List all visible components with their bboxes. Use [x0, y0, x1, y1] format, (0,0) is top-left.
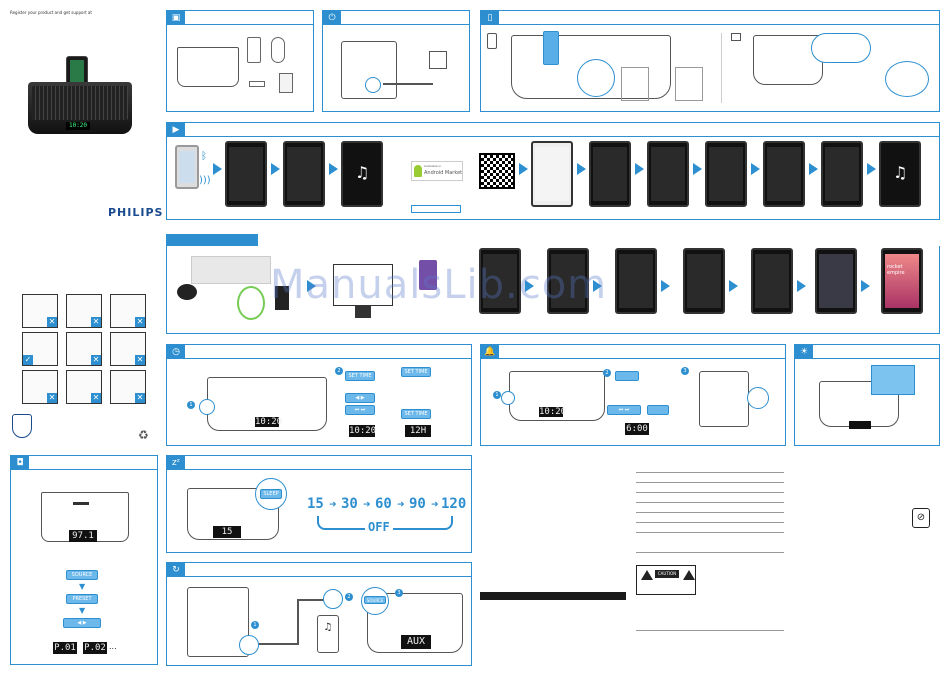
- aux-step-3: 3: [395, 589, 403, 597]
- panel-songbird: rocket empire: [166, 246, 940, 334]
- panel-brightness: ☀: [794, 344, 940, 446]
- cable-icon: [271, 37, 285, 63]
- songbird-header-bar: [166, 234, 258, 246]
- aux-source-button[interactable]: SOURCE: [361, 587, 389, 615]
- sleep-option-15: 15: [307, 496, 324, 512]
- alarm-set-button[interactable]: [615, 371, 639, 381]
- album-title: rocket empire: [887, 264, 905, 276]
- qr-code: [479, 153, 515, 189]
- sleep-option-120: 120: [441, 496, 467, 512]
- set-time-button[interactable]: SET TIME: [345, 371, 375, 381]
- radio-preset-2: P.02: [83, 642, 107, 654]
- music-player-icon: ♫: [317, 615, 339, 653]
- wireless-icon: ))): [199, 175, 211, 186]
- adapter-icon: [247, 37, 261, 63]
- safety-pictograms: ✕ ✕ ✕ ✓ ✕ ✕ ✕ ✕ ✕: [22, 294, 146, 406]
- sleep-lcd: 15: [213, 526, 241, 538]
- caution-label: CAUTION: [655, 570, 679, 578]
- product-photo: 10:20: [24, 50, 134, 140]
- spec-table: [636, 472, 784, 582]
- play-icon: ▶: [167, 123, 185, 137]
- panel-radio: ◘ 97.1 SOURCE ▼ PRESET ▼ ◀ ▶ P.01 P.02 .…: [10, 455, 158, 665]
- radio-ellipsis: ...: [109, 642, 117, 651]
- brand-logo: PHILIPS: [108, 206, 164, 219]
- panel-alarm: 🔔 1 10:20 2 ⏮ ⏭ 6:00 3: [480, 344, 786, 446]
- clock-adjust-button[interactable]: ◀ ▶: [345, 393, 375, 403]
- power-icon: ⏻: [323, 11, 341, 25]
- brightness-icon: ☀: [795, 345, 813, 359]
- alarm-step-3: 3: [681, 367, 689, 375]
- disposal-icon: ⊘: [912, 508, 930, 528]
- clock-lcd-12h: 12H: [405, 425, 431, 437]
- sleep-option-30: 30: [341, 496, 358, 512]
- panel-dock-phone: ▯: [480, 10, 940, 112]
- sleep-off-label: OFF: [365, 520, 393, 534]
- aux-icon: ↻: [167, 563, 185, 577]
- android-market-badge: Available in Android Market: [411, 161, 463, 181]
- sleep-icon: zᶻ: [167, 456, 185, 470]
- brightness-lcd: [849, 421, 871, 429]
- market-search-field[interactable]: [411, 205, 461, 213]
- panel-bluetooth-pairing: ▶ ᛒ ))) ♫ Available in Android Market ♫: [166, 122, 940, 220]
- aux-lcd: AUX: [401, 635, 431, 649]
- recycle-icon: ♻: [138, 428, 149, 442]
- sleep-button[interactable]: SLEEP: [255, 478, 287, 510]
- alarm-confirm-button[interactable]: [647, 405, 669, 415]
- alarm-step-1: 1: [493, 391, 501, 399]
- clock-step-2: 2: [335, 367, 343, 375]
- alarm-lcd: 10:20: [539, 407, 567, 417]
- bluetooth-icon: ᛒ: [201, 151, 207, 162]
- register-text: Register your product and get support at: [10, 10, 92, 15]
- box-icon: ▣: [167, 11, 185, 25]
- radio-preset-1: P.01: [53, 642, 77, 654]
- set-time-button-2[interactable]: SET TIME: [401, 367, 431, 377]
- radio-icon: ◘: [11, 456, 29, 470]
- aux-step-1: 1: [251, 621, 259, 629]
- philips-shield-icon: [12, 414, 32, 438]
- sleep-option-60: 60: [375, 496, 392, 512]
- product-lcd: 10:20: [66, 122, 90, 130]
- caution-box: CAUTION: [636, 565, 696, 595]
- phone-icon: ▯: [481, 11, 499, 25]
- radio-preset-button[interactable]: PRESET: [66, 594, 98, 604]
- panel-power: ⏻: [322, 10, 470, 112]
- clock-lcd-time: 10:20: [349, 425, 377, 437]
- clock-step-1: 1: [187, 401, 195, 409]
- panel-clock: ◷ 1 10:20 2 SET TIME ◀ ▶ ⏮ ⏭ 10:20 SET T…: [166, 344, 472, 446]
- sleep-button-label: SLEEP: [260, 489, 282, 499]
- clock-skip-button[interactable]: ⏮ ⏭: [345, 405, 375, 415]
- black-bar: [480, 592, 626, 600]
- aux-source-label: SOURCE: [364, 596, 386, 604]
- radio-source-button[interactable]: SOURCE: [66, 570, 98, 580]
- alarm-step-2: 2: [603, 369, 611, 377]
- radio-lcd: 97.1: [69, 530, 97, 542]
- manual-icon: [279, 73, 293, 93]
- radio-tune-button[interactable]: ◀ ▶: [63, 618, 101, 628]
- alarm-lcd-time: 6:00: [625, 423, 649, 435]
- watermark: ManualsLib.com: [270, 262, 608, 308]
- aux-step-2: 2: [345, 593, 353, 601]
- panel-sleep: zᶻ 15 SLEEP 15 ➜ 30 ➜ 60 ➜ 90 ➜ 120 OFF: [166, 455, 472, 553]
- panel-box-contents: ▣: [166, 10, 314, 112]
- alarm-skip-button[interactable]: ⏮ ⏭: [607, 405, 641, 415]
- wall-socket-icon: [429, 51, 447, 69]
- clock-lcd: 10:20: [255, 417, 283, 427]
- set-time-button-3[interactable]: SET TIME: [401, 409, 431, 419]
- sleep-option-90: 90: [409, 496, 426, 512]
- alarm-bell-icon: 🔔: [481, 345, 499, 359]
- clock-icon: ◷: [167, 345, 185, 359]
- footer-rule: [636, 630, 784, 631]
- panel-aux: ↻ 1 2 ♫ SOURCE 3 AUX: [166, 562, 472, 666]
- remote-icon: [249, 81, 265, 87]
